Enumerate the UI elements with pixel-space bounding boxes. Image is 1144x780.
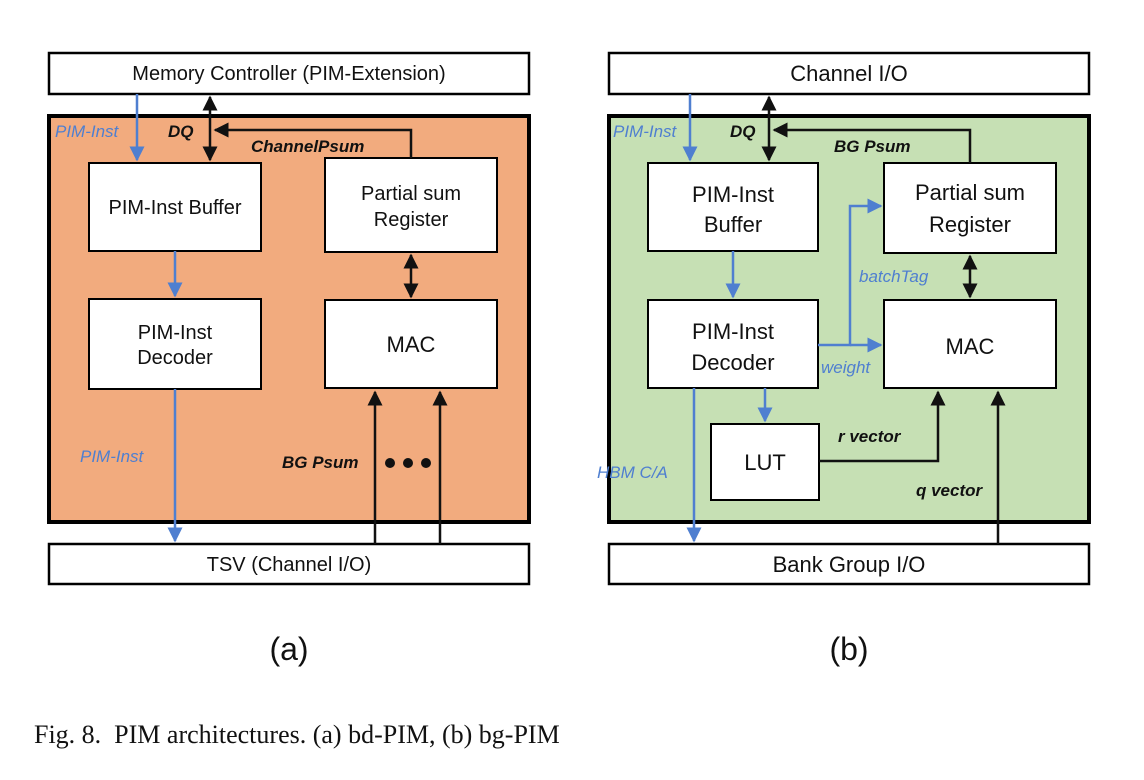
- panel-a-register-label-line2: Register: [374, 209, 449, 231]
- panel-b-bank-group-io-label: Bank Group I/O: [773, 552, 926, 577]
- panel-a-channel-psum-arrow: [213, 122, 413, 158]
- panel-a-decoder-label-line1: PIM-Inst: [138, 322, 213, 344]
- panel-a-mac-label: MAC: [387, 332, 436, 357]
- panel-b-channel-io-bar: [607, 51, 1091, 96]
- panel-b-mac-label: MAC: [946, 334, 995, 359]
- panel-b-buffer-label-line1: PIM-Inst: [692, 182, 774, 207]
- panel-b-bg-psum-arrow: [772, 122, 972, 163]
- panel-b-dq-label: DQ: [730, 122, 756, 141]
- panel-a-pim-inst-label-bottom: PIM-Inst: [80, 447, 145, 466]
- panel-b-lut-label: LUT: [744, 450, 786, 475]
- panel-b-buffer-label-line2: Buffer: [704, 212, 762, 237]
- panel-b-decoder-label-line2: Decoder: [691, 350, 774, 375]
- panel-b-label: (b): [829, 631, 868, 667]
- panel-b-pim-inst-decoder: [647, 299, 819, 389]
- panel-a-register-label-line1: Partial sum: [361, 183, 461, 205]
- panel-b-batch-tag-arrow: [818, 198, 883, 347]
- panel-b-partial-sum-register: [883, 162, 1057, 254]
- panel-a-pim-inst-label-top: PIM-Inst: [55, 122, 120, 141]
- panel-a-mac: [324, 299, 498, 389]
- panel-b-r-vector-arrow: [819, 390, 946, 463]
- panel-a-tsv-bar: [47, 542, 531, 586]
- panel-a-dq-label: DQ: [168, 122, 194, 141]
- panel-b-hbm-ca-label: HBM C/A: [597, 463, 668, 482]
- panel-a: Memory Controller (PIM-Extension) TSV (C…: [47, 51, 531, 667]
- panel-b-mac: [883, 299, 1057, 389]
- panel-b-channel-io-label: Channel I/O: [790, 61, 907, 86]
- panel-a-label: (a): [269, 631, 308, 667]
- panel-a-pim-inst-buffer: [88, 162, 262, 252]
- panel-a-bg-psum-label: BG Psum: [282, 453, 359, 472]
- panel-b-decoder-label-line1: PIM-Inst: [692, 319, 774, 344]
- panel-a-memory-controller-label: Memory Controller (PIM-Extension): [132, 63, 445, 85]
- panel-b-register-label-line2: Register: [929, 212, 1011, 237]
- figure-caption: Fig. 8. PIM architectures. (a) bd-PIM, (…: [34, 720, 560, 749]
- panel-a-pim-inst-buffer-label: PIM-Inst Buffer: [108, 197, 241, 219]
- panel-b-pim-inst-label: PIM-Inst: [613, 122, 678, 141]
- panel-a-partial-sum-register: [324, 157, 498, 253]
- panel-b-pim-inst-buffer: [647, 162, 819, 252]
- panel-b-r-vector-label: r vector: [838, 427, 902, 446]
- panel-b-register-label-line1: Partial sum: [915, 180, 1025, 205]
- panel-a-ellipsis-dots: [385, 458, 431, 468]
- panel-a-pim-inst-decoder: [88, 298, 262, 390]
- panel-b-weight-label: weight: [821, 358, 871, 377]
- panel-a-decoder-label-line2: Decoder: [137, 347, 213, 369]
- panel-b-bank-group-io-bar: [607, 542, 1091, 586]
- panel-b: Channel I/O Bank Group I/O PIM-Inst Buff…: [597, 51, 1091, 667]
- panel-b-lut: [710, 423, 820, 501]
- panel-b-q-vector-label: q vector: [916, 481, 984, 500]
- panel-a-channel-psum-label: ChannelPsum: [251, 137, 364, 156]
- panel-a-memory-controller-bar: [47, 51, 531, 96]
- panel-a-tsv-label: TSV (Channel I/O): [207, 554, 372, 576]
- panel-b-bg-psum-label: BG Psum: [834, 137, 911, 156]
- panel-b-batch-tag-label: batchTag: [859, 267, 929, 286]
